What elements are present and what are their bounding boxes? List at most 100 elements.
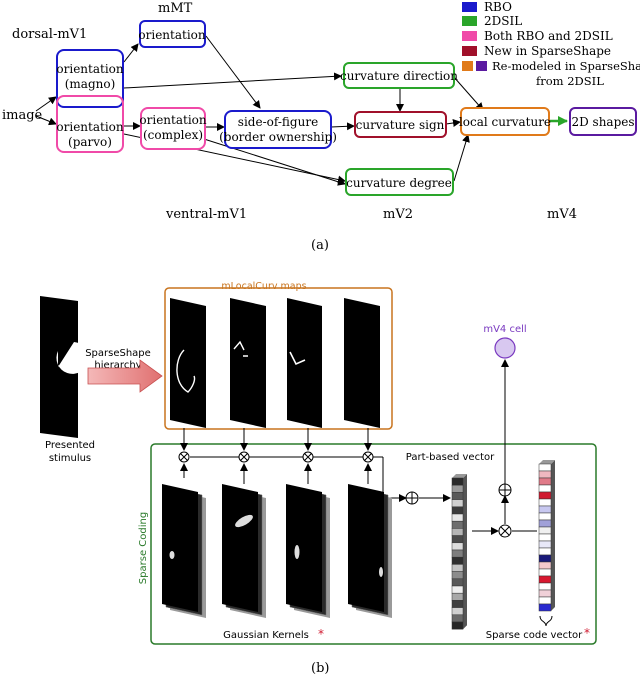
vector-cell (538, 575, 552, 584)
multiply-op-5 (498, 524, 512, 538)
vector-cell (451, 549, 464, 558)
node-magno-line1: orientation (56, 62, 123, 76)
node-orientation-mmt (139, 20, 206, 48)
map-4 (344, 298, 380, 428)
operators (178, 451, 512, 538)
presented-line1: Presented (45, 440, 95, 451)
caption-b: (b) (311, 661, 329, 676)
vector-cell (451, 571, 464, 580)
part-based-vector (451, 474, 467, 630)
vector-cell (451, 542, 464, 551)
multiply-op-4 (362, 451, 374, 463)
node-parvo-line2: (parvo) (68, 135, 112, 149)
vector-cell (451, 499, 464, 508)
vector-cell (451, 513, 464, 522)
legend-swatch-new (462, 46, 477, 56)
vector-cell (538, 498, 552, 507)
gaussian-star: * (318, 627, 324, 641)
vector-cell (451, 592, 464, 601)
node-curvature-degree (345, 168, 454, 196)
maps-frame (164, 287, 393, 430)
legend-both: Both RBO and 2DSIL (484, 29, 613, 43)
node-orientation-mmt-label: orientation (138, 28, 205, 42)
vector-cell (538, 582, 552, 591)
legend-swatch-rbo (462, 2, 477, 12)
sparseVector-top (539, 460, 555, 464)
gaussian-label: Gaussian Kernels (223, 630, 309, 641)
vector-cell (538, 512, 552, 521)
sparse-code-vector (538, 460, 555, 612)
node-magno-line2: (magno) (65, 77, 116, 91)
kernel-stack-3 (286, 484, 330, 618)
mv4-label: mV4 (547, 207, 577, 222)
mv2-label: mV2 (383, 207, 413, 222)
vector-cell (451, 578, 464, 587)
legend-rbo: RBO (484, 0, 512, 14)
mv4-cell-label: mV4 cell (483, 324, 526, 335)
node-curvature-degree-label: curvature degree (346, 176, 452, 190)
dorsal-label: dorsal-mV1 (12, 27, 87, 42)
node-curvature-sign-label: curvature sign (356, 118, 445, 132)
multiply-op-1 (178, 451, 190, 463)
vector-cell (451, 506, 464, 515)
presented-line2: stimulus (49, 453, 91, 464)
vector-cell (538, 568, 552, 577)
ventral-label: ventral-mV1 (165, 207, 247, 222)
vector-cell (538, 519, 552, 528)
vector-cell (451, 556, 464, 565)
node-curvature-sign (354, 111, 447, 138)
caption-a: (a) (311, 238, 329, 253)
sparse-coding-label: Sparse Coding (138, 512, 149, 584)
vector-cell (538, 540, 552, 549)
vector-cell (538, 596, 552, 605)
node-complex (140, 107, 206, 150)
sum-op-2 (498, 483, 512, 497)
multiply-op-3 (302, 451, 314, 463)
image-label: image (2, 108, 43, 123)
legend-2dsil: 2DSIL (484, 14, 522, 28)
vector-cell (451, 528, 464, 536)
partVector-side (463, 474, 467, 630)
vector-cell (538, 505, 552, 514)
hierarchy-arrow (87, 359, 163, 393)
partVector-top (452, 474, 467, 478)
vector-cell (538, 526, 552, 535)
node-curvature-direction (343, 62, 455, 89)
vector-cell (538, 484, 552, 493)
vector-cell (538, 603, 552, 612)
vector-cell (451, 484, 464, 493)
map-2 (230, 298, 266, 428)
node-2d-shapes (569, 107, 637, 136)
connections-b (180, 359, 537, 535)
node-complex-line2: (complex) (143, 128, 203, 142)
map-3 (287, 298, 322, 428)
map-3-curve (289, 351, 306, 366)
vector-cell (538, 561, 552, 570)
legend-swatch-2dsil (462, 16, 477, 26)
node-parvo-line1: orientation (56, 120, 123, 134)
legend-swatch-both (462, 31, 477, 41)
node-2d-shapes-label: 2D shapes (571, 115, 634, 129)
vector-cell (451, 621, 464, 630)
legend: RBO 2DSIL Both RBO and 2DSIL New in Spar… (462, 0, 640, 88)
sparseVector-side (551, 460, 555, 611)
multiply-op-2 (238, 451, 250, 463)
mmt-label: mMT (158, 1, 193, 16)
sparse-code-star: * (584, 626, 590, 640)
node-complex-line1: orientation (139, 113, 206, 127)
sparse-code-brace (539, 615, 553, 627)
node-parvo (56, 95, 124, 153)
vector-cell (451, 607, 464, 616)
panel-b: Presented stimulus SparseShape hierarchy… (40, 281, 597, 676)
node-sof-line1: side-of-figure (238, 115, 318, 129)
node-curvature-direction-label: curvature direction (340, 69, 458, 83)
legend-from-2dsil: from 2DSIL (536, 74, 604, 88)
vector-cell (451, 614, 464, 623)
vector-cell (538, 491, 552, 500)
vector-cell (451, 477, 464, 486)
vector-cell (538, 477, 552, 486)
kernel-stack-2 (222, 484, 266, 618)
node-side-of-figure (224, 110, 332, 149)
vector-cell (538, 470, 552, 479)
